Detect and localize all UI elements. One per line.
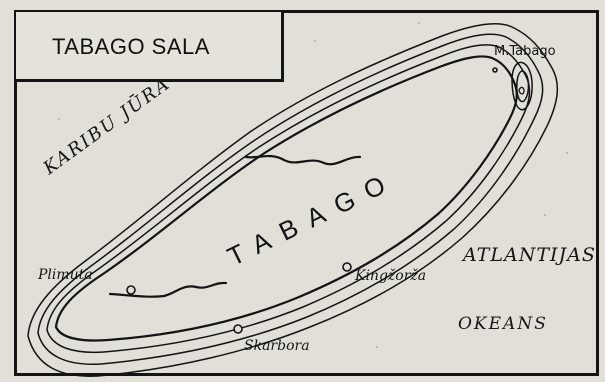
sea-label-okeans: OKEANS	[458, 314, 548, 334]
place-label-kingzorza: Kingžorža	[355, 268, 427, 284]
paper-speck	[376, 346, 378, 348]
paper-speck	[418, 22, 420, 24]
river-west	[108, 281, 228, 298]
map-title: TABAGO SALA	[52, 34, 210, 59]
paper-speck	[566, 152, 568, 154]
cape-contour-1	[511, 61, 533, 111]
cape-marker	[492, 67, 498, 73]
river-north	[244, 154, 362, 166]
town-marker-kingzorza	[342, 262, 352, 272]
place-label-skarbora: Skarbora	[244, 338, 310, 354]
paper-speck	[544, 214, 546, 216]
cape-rock	[518, 86, 525, 95]
place-label-plimuta: Plimuta	[38, 267, 93, 283]
contour-outer	[27, 23, 559, 377]
contour-3	[37, 33, 544, 365]
paper-speck	[58, 118, 60, 120]
coastline	[54, 55, 518, 342]
place-label-m-tabago: M.Tabago	[494, 44, 556, 59]
town-marker-skarbora	[233, 324, 243, 334]
contour-2	[46, 44, 531, 354]
paper-speck	[314, 40, 316, 42]
title-box	[16, 12, 284, 82]
map-frame	[14, 10, 599, 376]
town-marker-plimuta	[126, 285, 136, 295]
sea-label-atlantijas: ATLANTIJAS	[463, 244, 596, 266]
cape-contour-2	[516, 70, 530, 103]
